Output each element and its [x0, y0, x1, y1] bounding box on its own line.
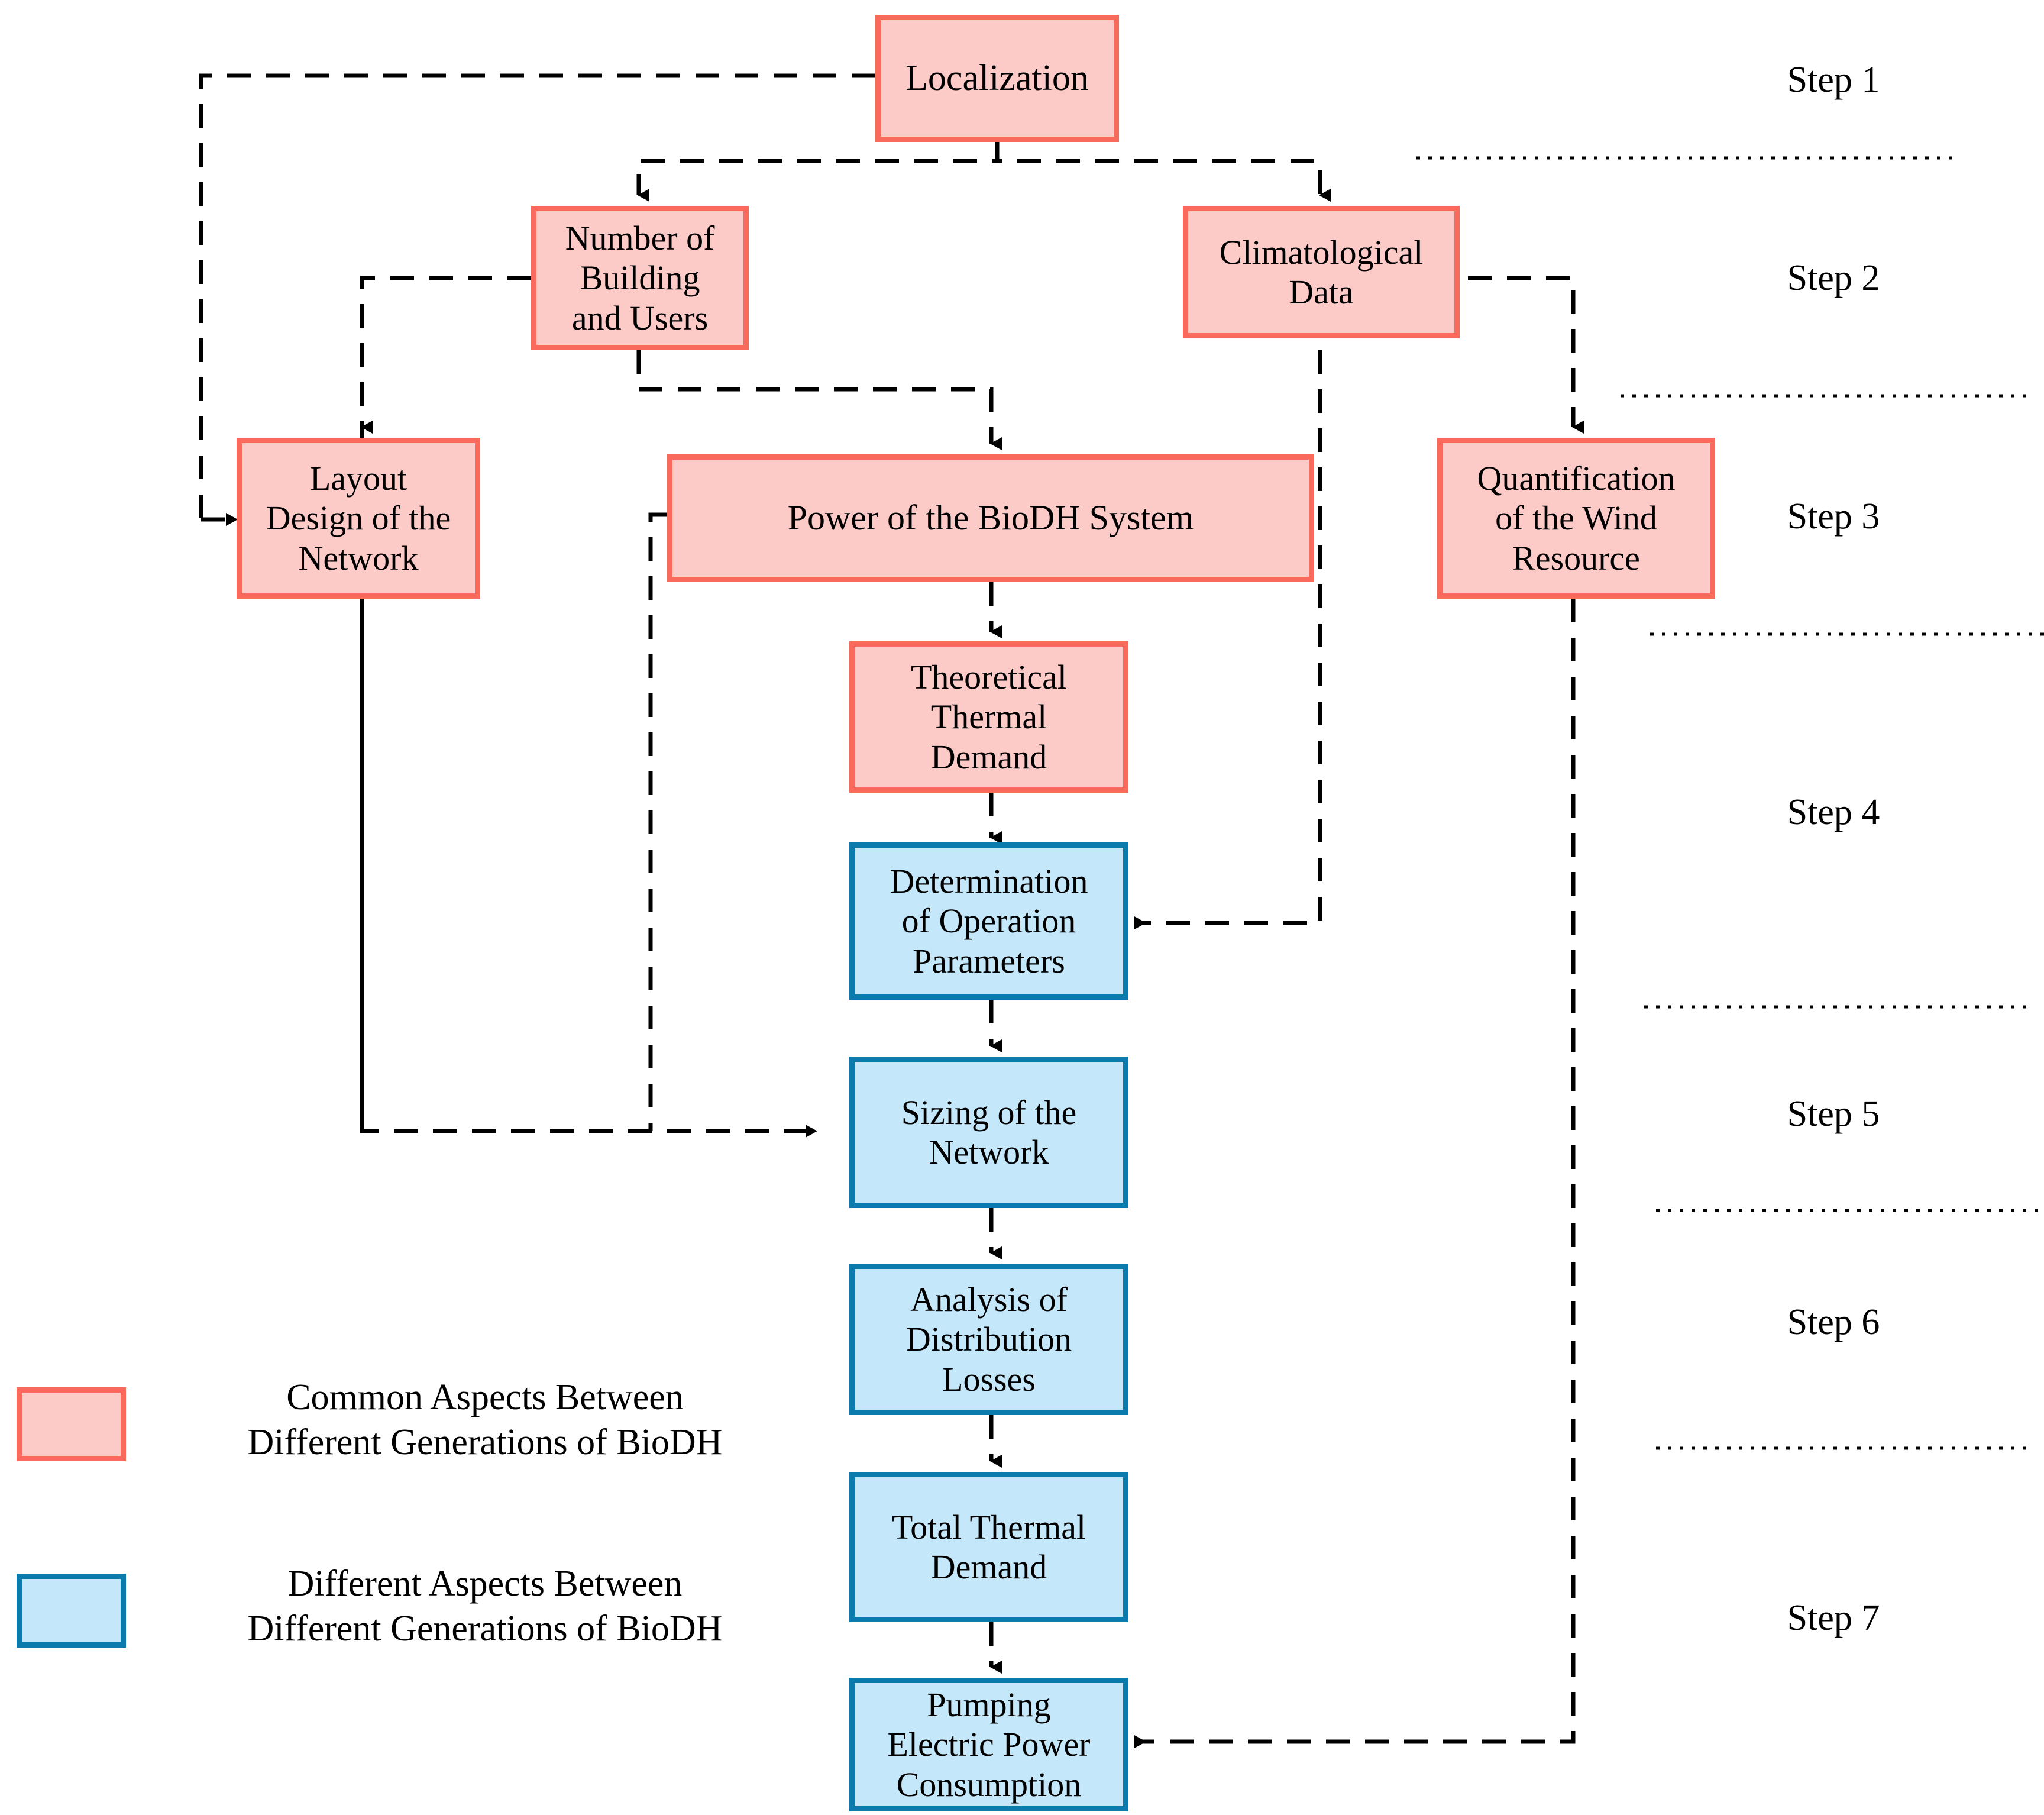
edge-localization-to-layout-a [199, 73, 875, 519]
step-label-7: Step 7 [1787, 1598, 1880, 1638]
edge-wind-to-pumping [1134, 599, 1576, 1748]
legend-label-different: Different Aspects Between Different Gene… [177, 1562, 793, 1651]
legend-swatch-common [17, 1387, 126, 1461]
edge-localization-to-buildings [636, 142, 1000, 202]
node-localization[interactable]: Localization [875, 15, 1119, 142]
edge-buildings-to-layout [360, 276, 531, 434]
step-label-6: Step 6 [1787, 1302, 1880, 1342]
legend-label-common-line1: Common Aspects Between [286, 1377, 684, 1417]
edge-buildings-to-sizing [360, 276, 817, 1138]
step-label-4: Step 4 [1787, 792, 1880, 832]
step-label-5: Step 5 [1787, 1094, 1880, 1134]
step-label-1: Step 1 [1787, 60, 1880, 100]
legend-label-different-line2: Different Generations of BioDH [247, 1608, 723, 1649]
step-label-3: Step 3 [1787, 496, 1880, 537]
edge-buildings-to-power [636, 350, 1002, 450]
edge-power-to-sizing [648, 512, 667, 1131]
step-label-2: Step 2 [1787, 258, 1880, 298]
legend-label-different-line1: Different Aspects Between [287, 1564, 683, 1604]
edge-climate-to-operation [1134, 350, 1322, 929]
node-power-of-the-biodh-system-label: Power of the BioDH System [787, 498, 1194, 538]
legend-label-common-line2: Different Generations of BioDH [247, 1422, 723, 1462]
node-localization-label: Localization [905, 57, 1089, 98]
legend-label-common: Common Aspects Between Different Generat… [177, 1375, 793, 1465]
legend-swatch-different [17, 1574, 126, 1648]
edge-localization-to-climate [995, 142, 1331, 202]
node-power-of-the-biodh-system[interactable]: Power of the BioDH System [667, 454, 1314, 582]
edge-climate-to-wind [1429, 276, 1584, 434]
